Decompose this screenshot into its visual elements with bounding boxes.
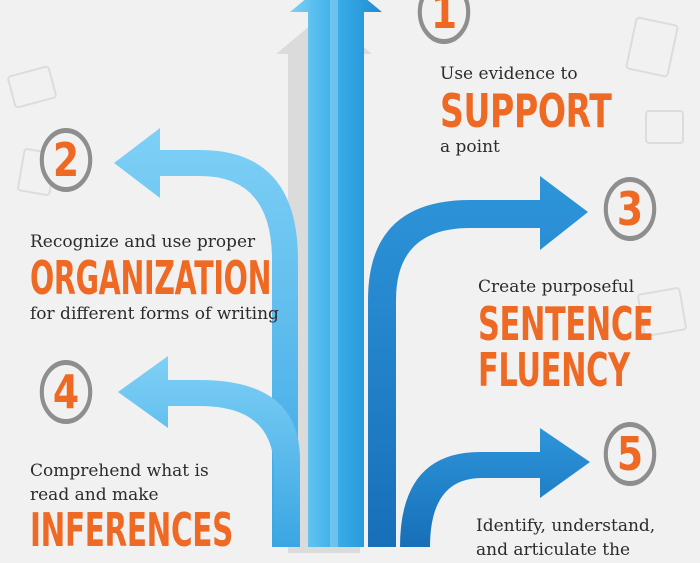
step-3-keyword-line-2: FLUENCY <box>478 343 630 397</box>
step-1-number: 1 <box>417 0 471 44</box>
arrow-step-5 <box>400 428 590 547</box>
arrow-graphic <box>114 0 590 553</box>
arrow-step-4 <box>118 356 300 547</box>
step-5-number: 5 <box>603 422 657 486</box>
step-5-pre-text: Identify, understand, <box>476 516 656 536</box>
step-4-pre-text-line-1: Comprehend what is <box>30 461 209 481</box>
step-4-keyword: INFERENCES <box>30 503 233 557</box>
infographic: 1 Use evidence to SUPPORT a point 2 Reco… <box>6 0 688 560</box>
step-2-number: 2 <box>39 128 93 192</box>
step-3-keyword: SENTENCE <box>478 297 654 351</box>
step-3-number: 3 <box>603 177 657 241</box>
arrow-step-1 <box>290 0 382 547</box>
step-1-keyword: SUPPORT <box>440 84 612 138</box>
step-2-post-text: for different forms of writing <box>30 304 279 324</box>
step-2-keyword: ORGANIZATION <box>30 251 272 305</box>
step-4-number: 4 <box>39 360 93 424</box>
arrow-step-3 <box>368 176 588 547</box>
step-1-pre-text: Use evidence to <box>440 64 578 84</box>
step-3-pre-text: Create purposeful <box>478 277 635 297</box>
doodle-card <box>645 110 684 144</box>
step-4-pre-text-line-2: read and make <box>30 485 159 505</box>
step-5-post-text: and articulate the <box>476 540 631 560</box>
step-1-post-text: a point <box>440 137 500 157</box>
step-2-pre-text: Recognize and use proper <box>30 232 256 252</box>
